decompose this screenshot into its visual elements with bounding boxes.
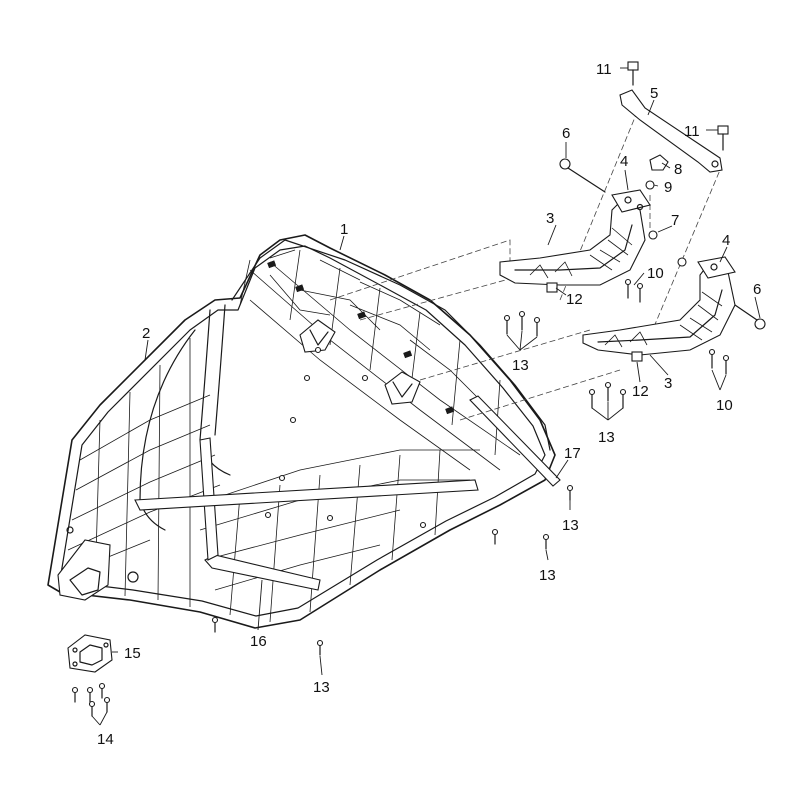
part-2-outer-cage [47, 234, 556, 629]
callout-7: 7 [671, 212, 679, 229]
callout-13-bottom: 13 [313, 679, 330, 696]
part-3-bracket-lower [582, 261, 736, 356]
callout-13-right: 13 [562, 517, 579, 534]
callout-2: 2 [142, 325, 150, 342]
part-4-bracket-plate-upper [611, 189, 651, 213]
callout-5: 5 [650, 85, 658, 102]
part-17-side-bar [134, 395, 561, 511]
fastener-bolt-11-right [717, 125, 729, 151]
part-16-lower-bar [199, 437, 321, 591]
leader-lines [91, 67, 761, 726]
callout-15: 15 [124, 645, 141, 662]
fastener-pin-6-upper [559, 158, 606, 193]
fastener-screw-9 [645, 180, 655, 190]
callout-3-upper: 3 [546, 210, 554, 227]
callout-3-lower: 3 [664, 375, 672, 392]
part-4-bracket-plate-lower [697, 256, 736, 279]
callout-17: 17 [564, 445, 581, 462]
callout-10-lower: 10 [716, 397, 733, 414]
callout-13-right-bottom: 13 [539, 567, 556, 584]
callout-16: 16 [250, 633, 267, 650]
callout-labels: 1 2 3 3 4 4 5 6 6 7 8 9 10 10 11 11 12 1… [97, 61, 761, 748]
part-3-bracket-upper [499, 199, 646, 286]
part-1-inner-liner [231, 239, 551, 471]
callout-4-lower: 4 [722, 232, 730, 249]
callout-1: 1 [340, 221, 348, 238]
callout-12-lower: 12 [632, 383, 649, 400]
callout-12-upper: 12 [566, 291, 583, 308]
fastener-screws [71, 278, 730, 717]
callout-11-right: 11 [684, 123, 700, 140]
part-5-mounting-strap [619, 89, 723, 173]
callout-8: 8 [674, 161, 682, 178]
callout-13-lower: 13 [598, 429, 615, 446]
callout-9: 9 [664, 179, 672, 196]
callout-6-upper: 6 [562, 125, 570, 142]
callout-11-top: 11 [596, 61, 612, 78]
callout-13-upper: 13 [512, 357, 529, 374]
fastener-bolt-11-top [627, 61, 639, 86]
fastener-washer-7 [648, 230, 687, 267]
callout-4-upper: 4 [620, 153, 628, 170]
callout-14: 14 [97, 731, 114, 748]
callout-10-upper: 10 [647, 265, 664, 282]
callout-6-lower: 6 [753, 281, 761, 298]
fastener-nut-12 [546, 282, 643, 362]
part-15-base-plate [67, 634, 113, 673]
fastener-nut-8 [649, 154, 669, 171]
fastener-pin-6-lower [734, 304, 766, 330]
